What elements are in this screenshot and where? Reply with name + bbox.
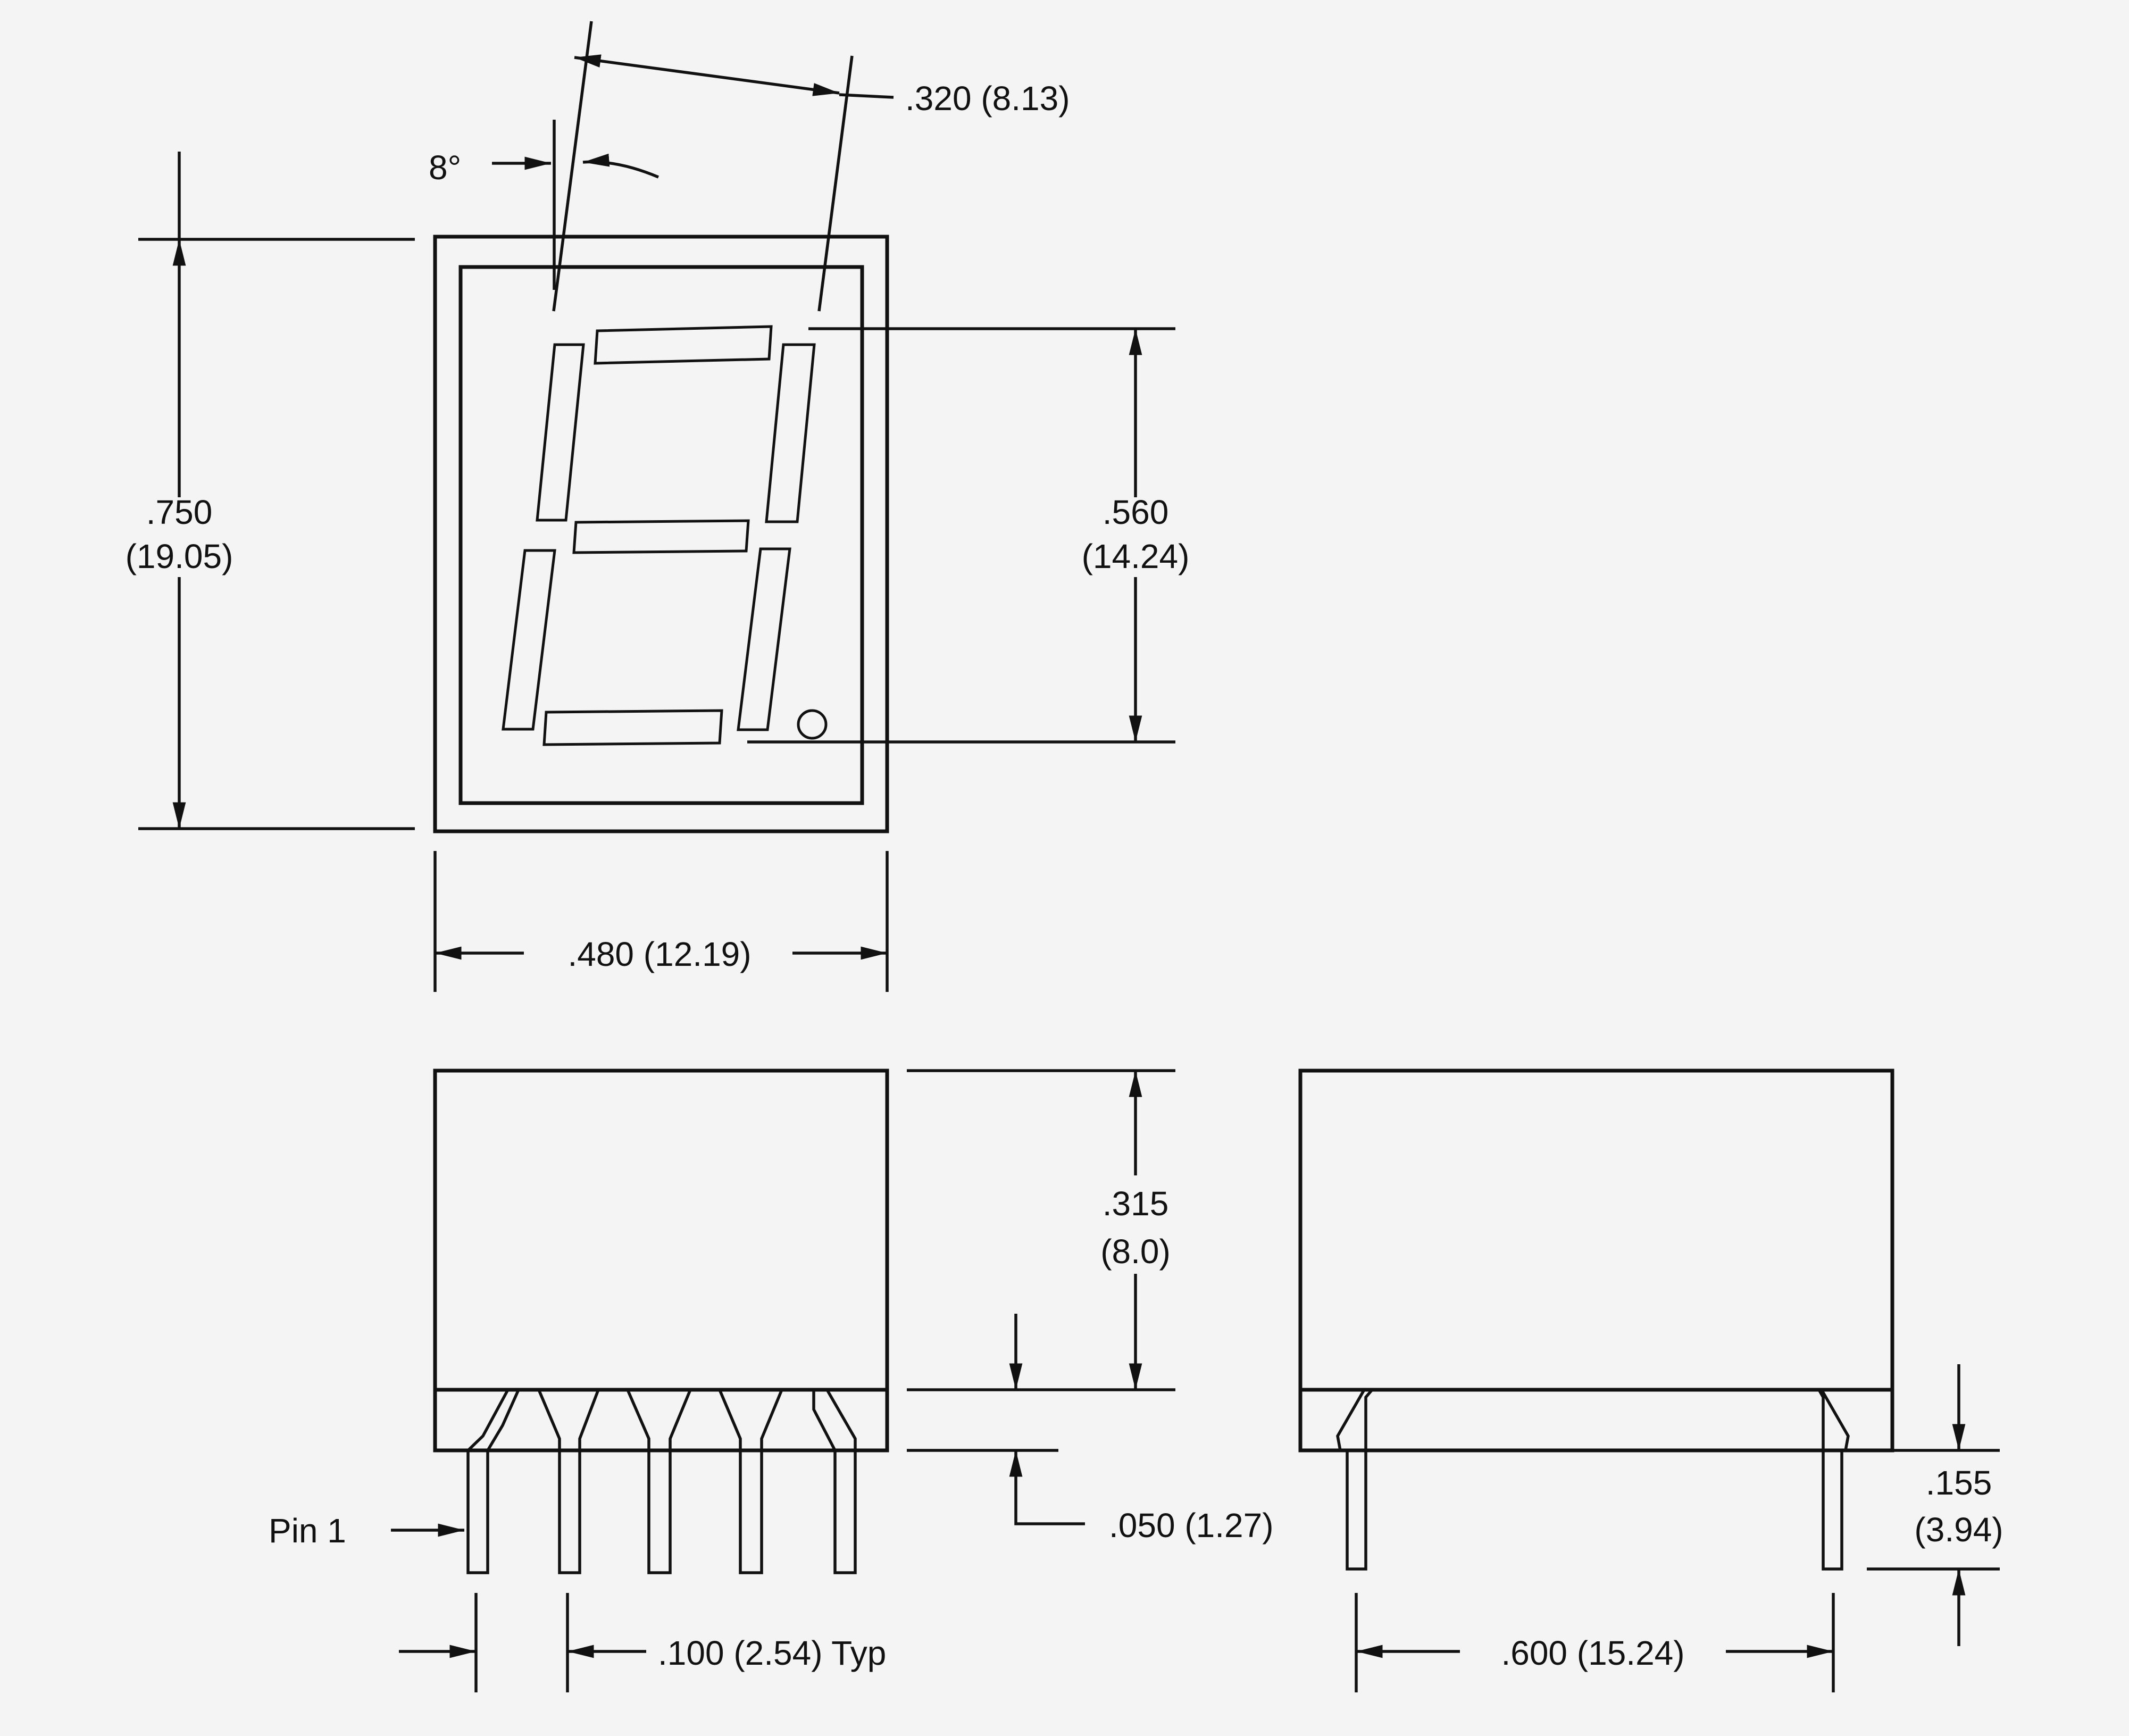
overall-width-label: .480 (12.19) (567, 935, 751, 973)
standoff-leader (1009, 1450, 1085, 1525)
segment-a (594, 325, 773, 365)
pin-4 (718, 1389, 783, 1574)
right-pin-left (1336, 1389, 1374, 1571)
body-height-mm: (8.0) (1100, 1232, 1171, 1271)
pin-5 (812, 1388, 857, 1574)
overall-height-inch: .750 (146, 493, 213, 531)
segment-g (572, 519, 750, 554)
seven-segment-digit (502, 325, 828, 746)
segment-e (502, 549, 556, 731)
pin-length-inch: .155 (1926, 1464, 1992, 1502)
overall-height-mm: (19.05) (126, 537, 233, 575)
pin-length-mm: (3.94) (1914, 1510, 2003, 1549)
segment-pitch-label: .320 (8.13) (905, 79, 1070, 118)
segment-b (765, 343, 816, 523)
side-view-right: .155 (3.94) .600 (15.24) (1298, 1069, 2003, 1692)
decimal-point (797, 709, 828, 740)
pin-2 (537, 1389, 600, 1574)
body-outline (433, 1069, 889, 1392)
pin-one-label: Pin 1 (269, 1512, 346, 1550)
standoff-label: .050 (1.27) (1109, 1506, 1274, 1545)
right-body-outline (1298, 1069, 1894, 1392)
right-base-outline (1298, 1390, 1894, 1453)
body-height-inch: .315 (1103, 1184, 1169, 1223)
segment-c (737, 547, 791, 731)
segment-pitch-dimension-line (574, 54, 840, 96)
inner-face-outline (458, 265, 864, 805)
pin-row (466, 1388, 857, 1574)
segment-pitch-leader (839, 93, 894, 99)
row-spacing-label: .600 (15.24) (1501, 1634, 1684, 1672)
right-pin-right (1817, 1389, 1850, 1571)
segment-f (536, 343, 585, 522)
segment-d (542, 709, 723, 746)
pin-3 (626, 1389, 692, 1574)
base-flange-outline (433, 1390, 889, 1453)
angle-arc (582, 153, 659, 179)
front-view: .320 (8.13) 8° .750 (19.05) .560 (14.24)… (126, 21, 1190, 992)
pin-pitch-label: .100 (2.54) Typ (658, 1634, 886, 1672)
digit-height-mm: (14.24) (1082, 537, 1190, 575)
outer-package-outline (433, 235, 889, 833)
slant-line-right (817, 55, 854, 312)
digit-height-inch: .560 (1103, 493, 1169, 531)
slant-angle-label: 8° (429, 148, 461, 187)
side-view-left: .315 (8.0) .050 (1.27) Pin 1 .100 (2.54)… (269, 1069, 1274, 1692)
pin-1 (466, 1389, 520, 1574)
